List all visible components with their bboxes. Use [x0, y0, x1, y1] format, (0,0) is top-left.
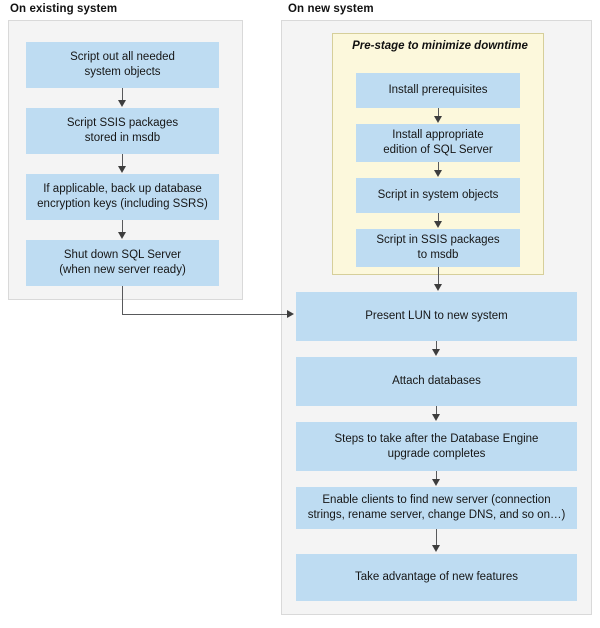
connector-line-shutdown-to-present-lun — [122, 314, 288, 315]
panel-title-existing-system: On existing system — [10, 3, 118, 15]
node-present-lun[interactable]: Present LUN to new system — [296, 292, 577, 341]
node-label: Shut down SQL Server(when new server rea… — [59, 249, 186, 276]
prestage-label: Pre-stage to minimize downtime — [352, 40, 528, 52]
node-label: Present LUN to new system — [365, 310, 508, 322]
node-shut-down-sql-server[interactable]: Shut down SQL Server(when new server rea… — [26, 240, 219, 286]
node-enable-clients-find-server[interactable]: Enable clients to find new server (conne… — [296, 487, 577, 529]
node-attach-databases[interactable]: Attach databases — [296, 357, 577, 406]
node-take-advantage-new-features[interactable]: Take advantage of new features — [296, 554, 577, 601]
node-label: Take advantage of new features — [354, 571, 519, 583]
node-label: Script in system objects — [377, 189, 499, 201]
panel-title-new-system: On new system — [288, 3, 374, 15]
node-label: Enable clients to find new server (conne… — [307, 494, 566, 521]
node-script-in-system-objects[interactable]: Script in system objects — [356, 178, 520, 213]
node-label: Install prerequisites — [388, 84, 488, 96]
node-install-prerequisites[interactable]: Install prerequisites — [356, 73, 520, 108]
node-label: Attach databases — [392, 375, 481, 387]
